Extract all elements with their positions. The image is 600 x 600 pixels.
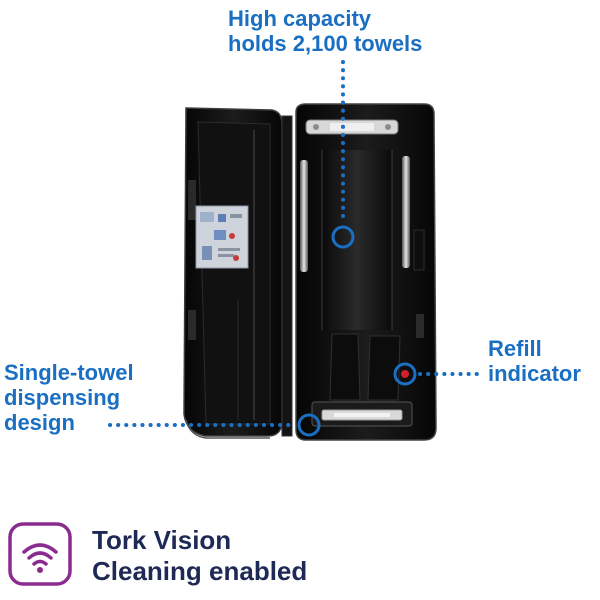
wifi-icon [8,522,72,586]
callout-line: Refill [488,336,542,361]
callout-single-towel: Single-towel dispensing design [4,360,134,435]
callout-line: design [4,410,75,435]
refill-indicator-light [401,370,409,378]
callout-line: High capacity [228,6,372,31]
callout-line: dispensing [4,385,121,410]
callout-leaders [108,60,484,427]
callout-line: indicator [488,361,581,386]
callout-refill-indicator: Refill indicator [488,336,581,386]
callout-line: Single-towel [4,360,134,385]
footer-title-line: Tork Vision [92,525,232,555]
instruction-label [195,205,249,269]
top-roller [305,119,399,135]
callout-rings [297,225,417,437]
footer-title-line: Cleaning enabled [92,556,308,586]
dispenser-body [295,103,437,441]
dispensing-slot [311,401,413,427]
callout-line: holds 2,100 towels [228,31,423,56]
callout-high-capacity: High capacity holds 2,100 towels [228,6,422,56]
dispenser-door [183,107,283,439]
footer-title: Tork Vision Cleaning enabled [92,525,307,587]
